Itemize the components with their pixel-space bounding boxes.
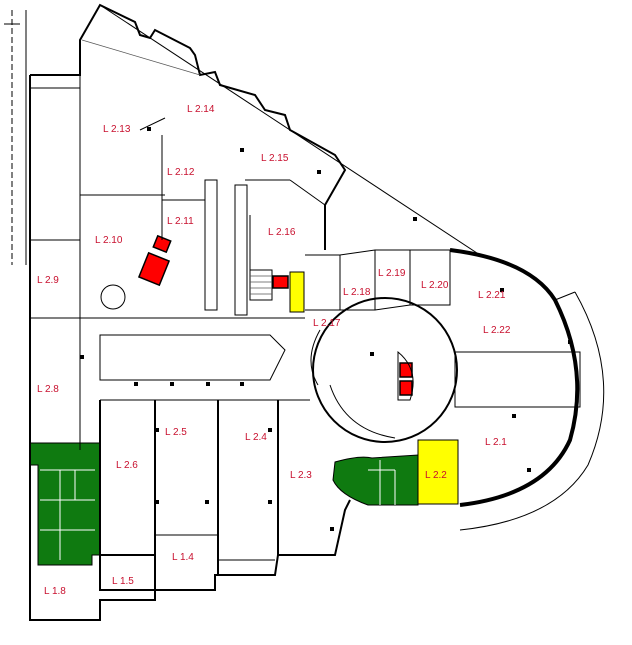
column bbox=[317, 170, 321, 174]
room-label-2-6: L 2.6 bbox=[116, 460, 138, 471]
room-labels: L 2.13 L 2.14 L 2.12 L 2.15 L 2.11 L 2.1… bbox=[37, 104, 511, 597]
room-label-1-4: L 1.4 bbox=[172, 552, 194, 563]
rotunda-stair-2 bbox=[310, 329, 321, 386]
room-label-2-12: L 2.12 bbox=[167, 167, 195, 178]
wall-2-15b bbox=[289, 179, 326, 206]
column bbox=[170, 382, 174, 386]
green-area-left bbox=[29, 442, 101, 566]
column bbox=[240, 382, 244, 386]
room-label-2-19: L 2.19 bbox=[378, 268, 406, 279]
right-hall bbox=[454, 351, 581, 408]
red-area-4 bbox=[399, 362, 413, 378]
room-label-2-2: L 2.2 bbox=[425, 470, 447, 481]
column bbox=[330, 527, 334, 531]
room-label-2-20: L 2.20 bbox=[421, 280, 449, 291]
facade-diagonal bbox=[99, 4, 481, 256]
room-label-2-5: L 2.5 bbox=[165, 427, 187, 438]
outer-wall-left bbox=[29, 75, 351, 621]
column bbox=[268, 500, 272, 504]
yellow-area-top bbox=[289, 271, 305, 313]
column bbox=[413, 217, 417, 221]
column bbox=[80, 355, 84, 359]
room-label-2-16: L 2.16 bbox=[268, 227, 296, 238]
column bbox=[268, 428, 272, 432]
yellow-area-2-2 bbox=[417, 439, 459, 505]
rotunda-core bbox=[397, 350, 414, 401]
room-label-1-5: L 1.5 bbox=[112, 576, 134, 587]
room-label-2-17: L 2.17 bbox=[313, 318, 341, 329]
wall-2-6 bbox=[99, 400, 156, 591]
room-label-2-3: L 2.3 bbox=[290, 470, 312, 481]
room-label-2-4: L 2.4 bbox=[245, 432, 267, 443]
corridor-block-2 bbox=[234, 184, 248, 316]
columns bbox=[80, 127, 572, 531]
red-area-3 bbox=[272, 275, 289, 289]
red-area-2 bbox=[137, 251, 171, 287]
column bbox=[240, 148, 244, 152]
room-label-2-1: L 2.1 bbox=[485, 437, 507, 448]
column bbox=[206, 382, 210, 386]
room-label-2-9: L 2.9 bbox=[37, 275, 59, 286]
column bbox=[155, 428, 159, 432]
walls bbox=[4, 3, 605, 621]
room-label-2-10: L 2.10 bbox=[95, 235, 123, 246]
column bbox=[147, 127, 151, 131]
green-interior bbox=[40, 469, 95, 560]
column bbox=[527, 468, 531, 472]
column bbox=[134, 382, 138, 386]
spiral-stair bbox=[100, 284, 126, 310]
column bbox=[500, 288, 504, 292]
column bbox=[568, 340, 572, 344]
room-label-2-8: L 2.8 bbox=[37, 384, 59, 395]
room-label-2-11: L 2.11 bbox=[167, 216, 194, 227]
column bbox=[370, 352, 374, 356]
stair-block bbox=[249, 269, 273, 301]
room-label-2-13: L 2.13 bbox=[103, 124, 131, 135]
rotunda-stair bbox=[329, 384, 396, 439]
column bbox=[155, 500, 159, 504]
green-area-center bbox=[332, 454, 419, 506]
room-label-2-14: L 2.14 bbox=[187, 104, 215, 115]
red-area-5 bbox=[399, 380, 413, 396]
room-label-1-8: L 1.8 bbox=[44, 586, 66, 597]
facade-diagonal-2 bbox=[81, 39, 201, 76]
room-label-2-15: L 2.15 bbox=[261, 153, 289, 164]
room-label-2-22: L 2.22 bbox=[483, 325, 511, 336]
right-arc-cap bbox=[554, 291, 576, 301]
room-label-2-18: L 2.18 bbox=[343, 287, 371, 298]
red-area-1 bbox=[152, 234, 172, 254]
right-wing bbox=[449, 248, 580, 507]
outer-wall bbox=[30, 3, 347, 250]
upper-right-rooms bbox=[305, 249, 451, 311]
corridor-wall bbox=[99, 334, 286, 381]
room-label-2-21: L 2.21 bbox=[478, 290, 506, 301]
green-center-interior bbox=[368, 460, 396, 505]
wall-2-14 bbox=[139, 117, 166, 131]
corridor-block-1 bbox=[204, 179, 218, 311]
column bbox=[512, 414, 516, 418]
rotunda bbox=[312, 297, 458, 443]
colored-areas bbox=[29, 234, 459, 566]
column bbox=[205, 500, 209, 504]
right-outer-arc bbox=[459, 291, 605, 531]
